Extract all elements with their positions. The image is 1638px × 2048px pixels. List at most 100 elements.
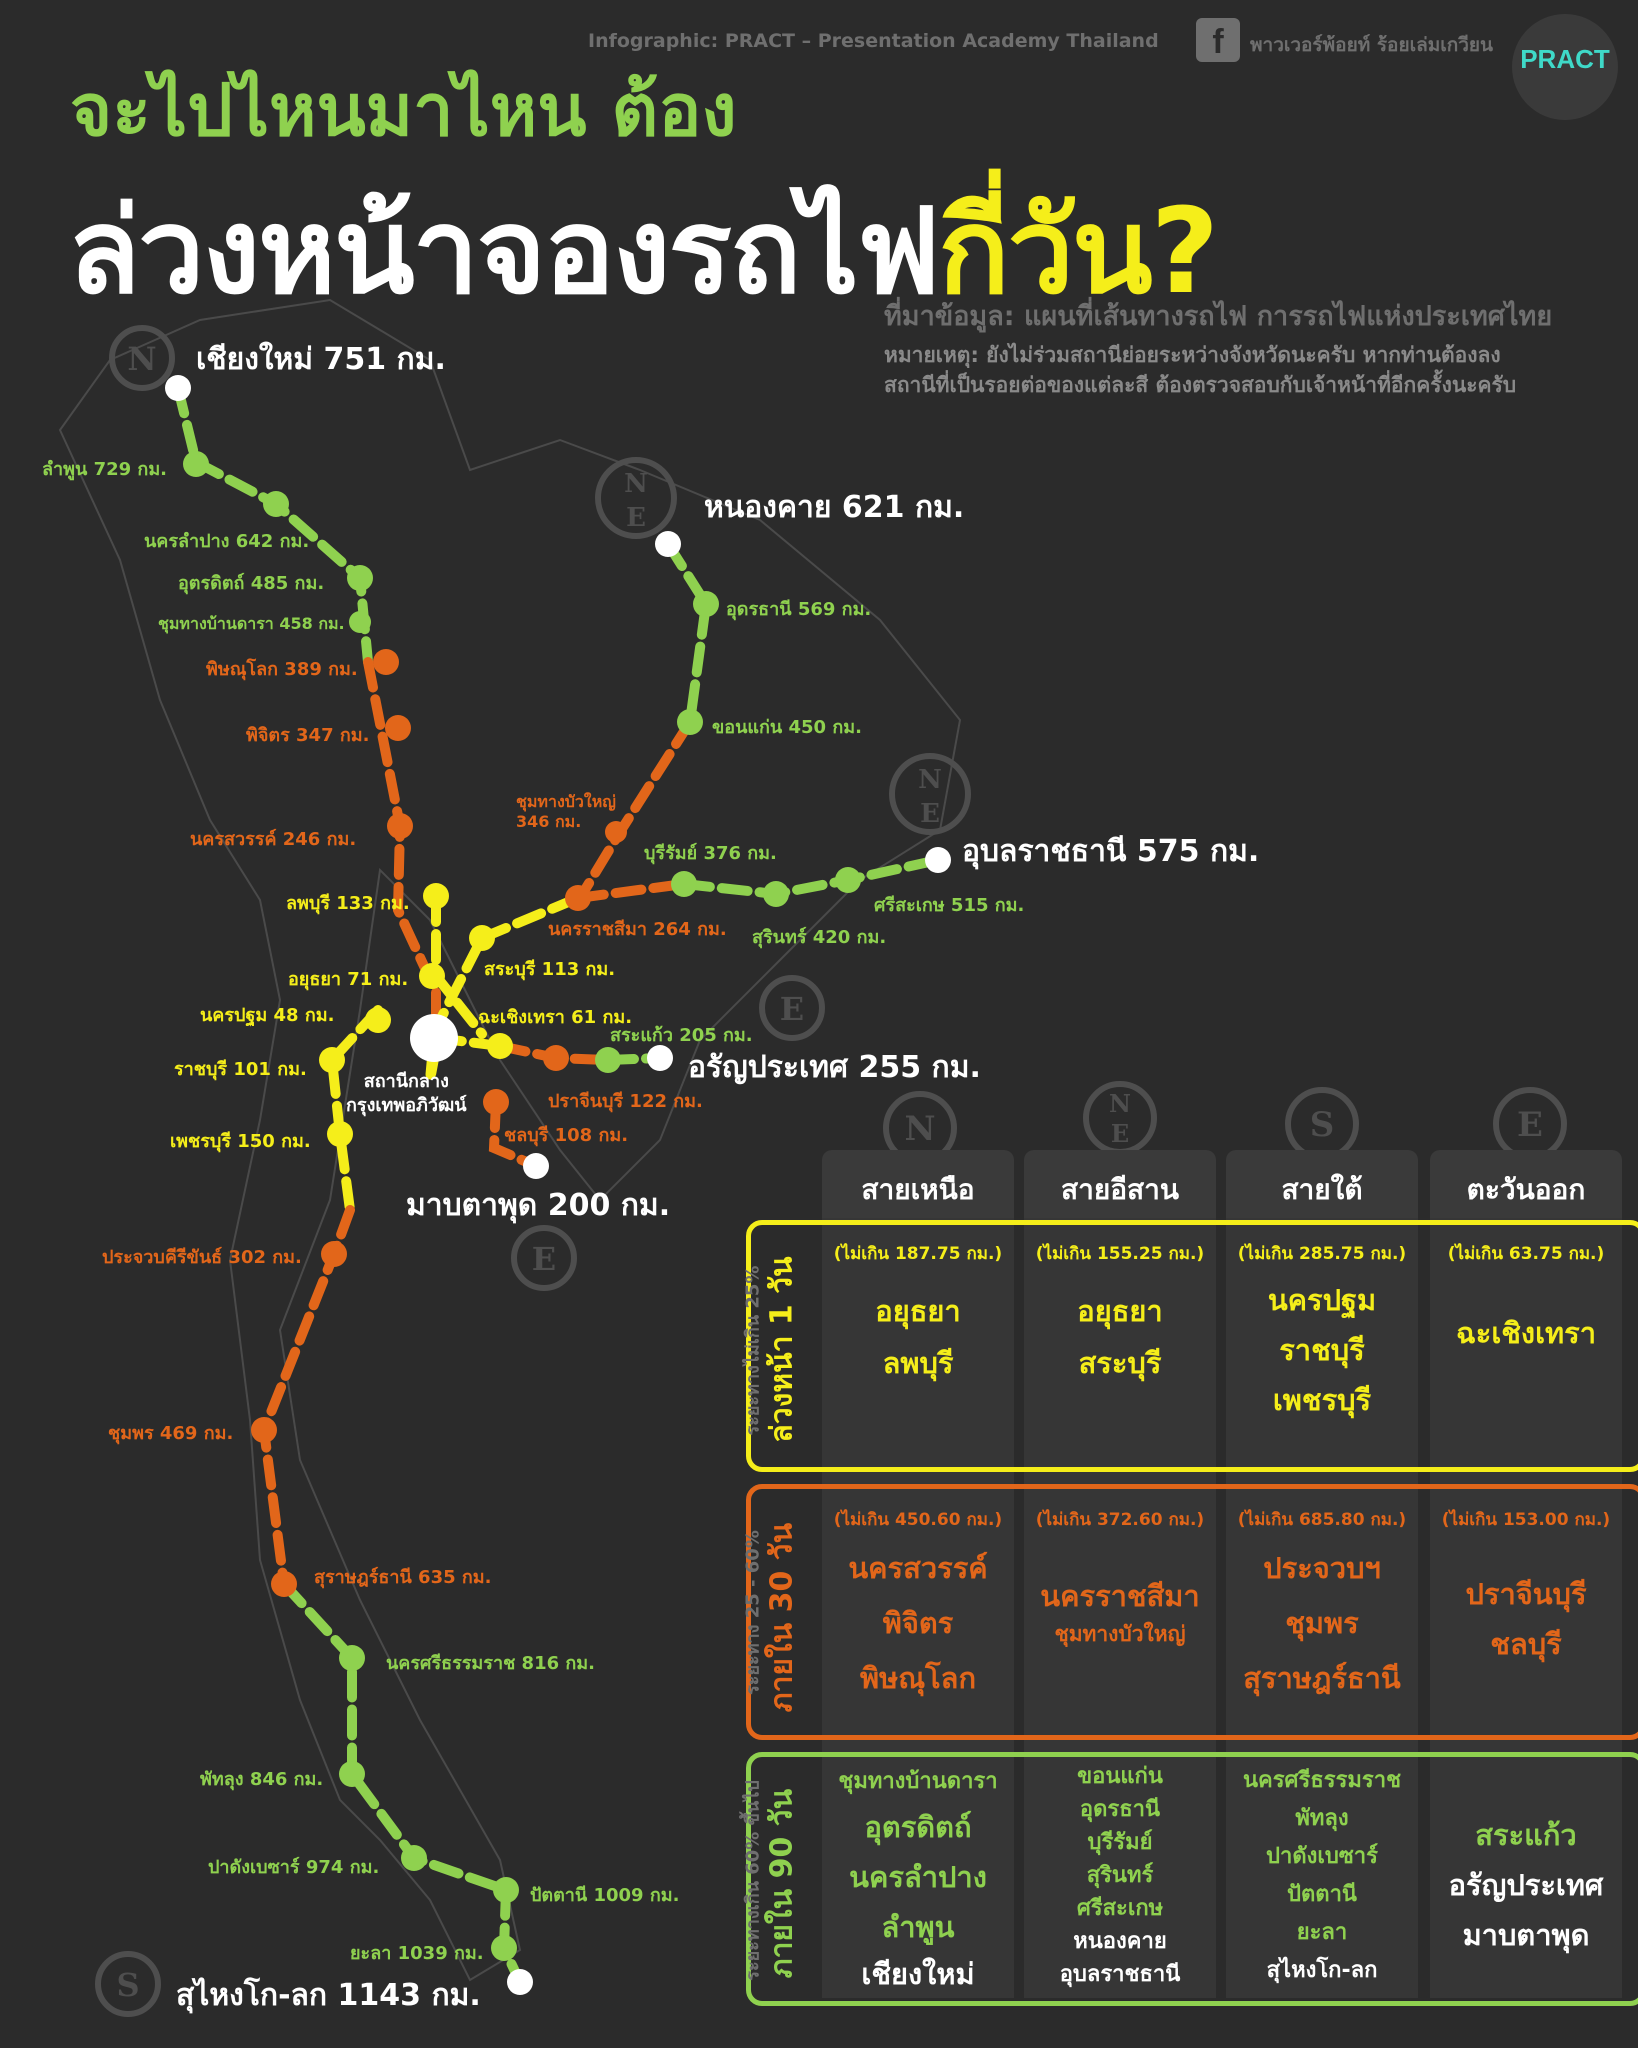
town: อุดรธานี bbox=[1079, 1797, 1161, 1822]
column-bg-east bbox=[1430, 1218, 1622, 1998]
dot-ratchaburi bbox=[319, 1047, 345, 1073]
dot-prachuap bbox=[321, 1241, 347, 1267]
south-line-yellow bbox=[326, 1005, 383, 1215]
label-ratchaburi: ราชบุรี 101 กม. bbox=[174, 1059, 307, 1080]
town: นครปฐม bbox=[1267, 1283, 1377, 1317]
compass-n-map-letter: N bbox=[127, 340, 156, 378]
label-chiangmai: เชียงใหม่ 751 กม. bbox=[196, 342, 446, 377]
dot-aranyaprathet bbox=[647, 1045, 673, 1071]
row-box-30-days bbox=[746, 1484, 1638, 1740]
dot-lopburi bbox=[423, 883, 449, 909]
cell-90day-northeast: ขอนแก่น อุดรธานี บุรีรัมย์ สุรินทร์ ศรีส… bbox=[1024, 1760, 1216, 1991]
limit-30day-northeast: (ไม่เกิน 372.60 กม.) bbox=[1035, 1510, 1205, 1530]
credit-text: Infographic: PRACT – Presentation Academ… bbox=[588, 30, 1159, 52]
column-bg-north bbox=[822, 1218, 1014, 1998]
cell-90day-north: ชุมทางบ้านดารา อุตรดิตถ์ นครลำปาง ลำพูน … bbox=[822, 1762, 1014, 1996]
label-nongkhai: หนองคาย 621 กม. bbox=[704, 490, 965, 525]
town: ชุมทางบ้านดารา bbox=[838, 1769, 998, 1794]
thailand-outline bbox=[58, 298, 962, 1982]
town: ปัตตานี bbox=[1287, 1882, 1357, 1907]
town: บุรีรัมย์ bbox=[1087, 1830, 1153, 1855]
cell-1day-northeast: (ไม่เกิน 155.25 กม.) อยุธยา สระบุรี bbox=[1024, 1240, 1216, 1389]
ubon-line-green bbox=[679, 855, 943, 900]
column-bg-south bbox=[1226, 1218, 1418, 1998]
cell-30day-east: (ไม่เกิน 153.00 กม.) ปราจีนบุรี ชลบุรี bbox=[1430, 1506, 1622, 1669]
dot-saraburi bbox=[469, 925, 495, 951]
korat-line-yellow bbox=[477, 893, 583, 943]
town: สุไหงโก-ลก bbox=[1266, 1958, 1378, 1983]
maptaphut-line-orange bbox=[488, 1097, 541, 1171]
label-padangbesar: ปาดังเบซาร์ 974 กม. bbox=[208, 1857, 380, 1878]
note-text: หมายเหตุ: ยังไม่ร่วมสถานีย่อยระหว่างจังห… bbox=[884, 340, 1516, 400]
dot-nakhonsawan bbox=[387, 813, 413, 839]
label-prachinburi: ปราจีนบุรี 122 กม. bbox=[548, 1091, 703, 1112]
label-central-station: สถานีกลาง กรุงเทพอภิวัฒน์ bbox=[346, 1071, 467, 1116]
label-phatthalung: พัทลุง 846 กม. bbox=[200, 1769, 324, 1790]
town: พัทลุง bbox=[1295, 1806, 1349, 1831]
compass-ne-map-2-e: E bbox=[920, 799, 940, 829]
compass-e-map-1 bbox=[759, 975, 825, 1041]
facebook-page-name: พาวเวอร์พ้อยท์ ร้อยเล่มเกวียน bbox=[1250, 34, 1494, 56]
dot-padangbesar bbox=[401, 1845, 427, 1871]
compass-s-map-letter: S bbox=[116, 1966, 139, 2004]
cell-30day-northeast: (ไม่เกิน 372.60 กม.) นครราชสีมา ชุมทางบั… bbox=[1024, 1506, 1216, 1649]
compass-e-map-1-letter: E bbox=[780, 990, 804, 1028]
dot-surin bbox=[763, 881, 789, 907]
dot-phitsanulok bbox=[373, 649, 399, 675]
label-pattani: ปัตตานี 1009 กม. bbox=[530, 1885, 680, 1906]
label-chonburi: ชลบุรี 108 กม. bbox=[504, 1125, 629, 1146]
label-lampang: นครลำปาง 642 กม. bbox=[144, 531, 310, 552]
town: พิจิตร bbox=[882, 1606, 954, 1640]
dot-ubon bbox=[925, 847, 951, 873]
town: สระแก้ว bbox=[1475, 1818, 1577, 1852]
town: อยุธยา bbox=[875, 1294, 961, 1328]
town: อุตรดิตถ์ bbox=[864, 1810, 972, 1844]
column-header-north: สายเหนือ bbox=[822, 1150, 1014, 1218]
dot-lamphun bbox=[183, 451, 209, 477]
dot-maptaphut bbox=[523, 1153, 549, 1179]
label-lamphun: ลำพูน 729 กม. bbox=[42, 459, 168, 480]
column-header-northeast: สายอีสาน bbox=[1024, 1150, 1216, 1218]
pract-logo-text: PRACT bbox=[1520, 44, 1610, 74]
compass-ne-map-1 bbox=[595, 457, 677, 539]
cell-1day-south: (ไม่เกิน 285.75 กม.) นครปฐม ราชบุรี เพชร… bbox=[1226, 1240, 1418, 1425]
dot-central bbox=[410, 1014, 458, 1062]
dot-phetchaburi bbox=[327, 1121, 353, 1147]
label-banda: ชุมทางบ้านดารา 458 กม. bbox=[158, 614, 345, 633]
table-icon-ne-e: E bbox=[1111, 1119, 1129, 1148]
town: นครสวรรค์ bbox=[848, 1551, 988, 1585]
town: ยะลา bbox=[1296, 1920, 1348, 1945]
town: ชุมทางบัวใหญ่ bbox=[1054, 1622, 1186, 1646]
dot-buriram bbox=[671, 871, 697, 897]
label-suratthani: สุราษฎร์ธานี 635 กม. bbox=[314, 1567, 492, 1588]
town: เพชรบุรี bbox=[1272, 1383, 1372, 1417]
cell-90day-south: นครศรีธรรมราช พัทลุง ปาดังเบซาร์ ปัตตานี… bbox=[1226, 1762, 1418, 1990]
dot-ayutthaya bbox=[419, 963, 445, 989]
label-phitsanulok: พิษณุโลก 389 กม. bbox=[206, 659, 358, 680]
town: เชียงใหม่ bbox=[861, 1957, 975, 1991]
source-text: ที่มาข้อมูล: แผนที่เส้นทางรถไฟ การรถไฟแห… bbox=[884, 301, 1553, 332]
limit-1day-north: (ไม่เกิน 187.75 กม.) bbox=[833, 1244, 1003, 1264]
limit-1day-east: (ไม่เกิน 63.75 กม.) bbox=[1447, 1244, 1605, 1264]
compass-e-map-2-letter: E bbox=[532, 1240, 556, 1278]
town: อรัญประเทศ bbox=[1448, 1868, 1604, 1902]
table-icon-e: E bbox=[1517, 1105, 1543, 1145]
column-header-east: ตะวันออก bbox=[1430, 1150, 1622, 1218]
row-box-90-days bbox=[746, 1752, 1638, 2006]
town: ลพบุรี bbox=[882, 1346, 954, 1380]
label-sungaikolok: สุไหงโก-ลก 1143 กม. bbox=[176, 1978, 481, 2013]
label-aranyaprathet: อรัญประเทศ 255 กม. bbox=[688, 1050, 981, 1085]
dot-sungaikolok bbox=[507, 1969, 533, 1995]
compass-s-map bbox=[95, 1951, 161, 2017]
town: พิษณุโลก bbox=[859, 1661, 977, 1695]
label-nakhonsawan: นครสวรรค์ 246 กม. bbox=[190, 829, 357, 850]
limit-30day-north: (ไม่เกิน 450.60 กม.) bbox=[833, 1510, 1003, 1530]
label-nakhonpathom: นครปฐม 48 กม. bbox=[200, 1005, 335, 1026]
dot-chachoengsao bbox=[487, 1033, 513, 1059]
limit-1day-south: (ไม่เกิน 285.75 กม.) bbox=[1237, 1244, 1407, 1264]
facebook-icon: f bbox=[1196, 18, 1240, 62]
label-phichit: พิจิตร 347 กม. bbox=[246, 725, 370, 746]
town: สุรินทร์ bbox=[1086, 1863, 1154, 1888]
dot-suratthani bbox=[271, 1571, 297, 1597]
